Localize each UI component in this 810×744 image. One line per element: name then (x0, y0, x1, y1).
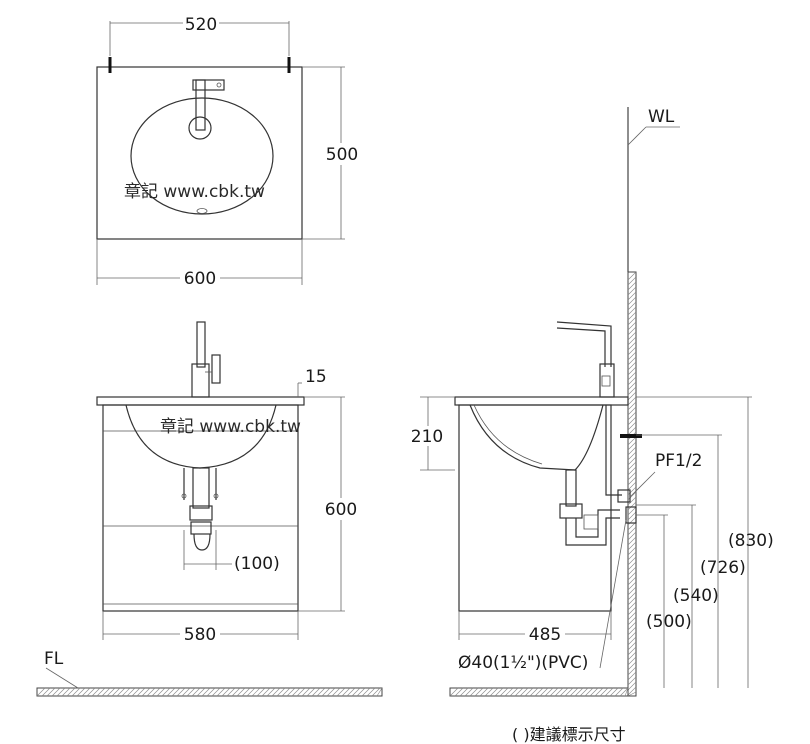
top-view-faucet-base (188, 116, 212, 140)
side-faucet-body (599, 363, 615, 398)
top-view: 520 500 600 章記 www.cbk.tw (96, 14, 362, 289)
front-faucet-body (191, 363, 210, 398)
watermark-top: 章記 www.cbk.tw (124, 182, 265, 202)
front-view: 15 600 (100) 580 章記 www.cbk.tw (96, 321, 362, 645)
wall-label-wl: WL (648, 107, 675, 127)
side-view: WL PF1/2 210 485 (408, 107, 774, 697)
footnote: ( )建議標示尺寸 (512, 725, 626, 744)
top-view-faucet-lever (192, 79, 225, 91)
dim-726: (726) (700, 558, 746, 578)
top-view-faucet-spout (195, 79, 206, 131)
floor-label-fl: FL (44, 649, 64, 669)
side-basin (469, 404, 604, 471)
dim-500: 500 (326, 145, 358, 165)
side-trap (565, 509, 620, 546)
front-trap-nut (189, 505, 213, 521)
side-drain (565, 469, 577, 507)
top-view-basin (130, 97, 274, 215)
side-faucet-spout (556, 321, 612, 367)
front-countertop (96, 396, 305, 406)
dim-580: 580 (184, 625, 216, 645)
top-view-faucet-knob (216, 82, 222, 88)
side-wall-stopper (620, 434, 642, 438)
front-cabinet (102, 404, 299, 612)
dim-100: (100) (234, 554, 280, 574)
side-cabinet (458, 404, 612, 612)
top-view-drain (196, 208, 208, 214)
top-view-outline (96, 66, 303, 240)
dim-540: (540) (673, 586, 719, 606)
front-faucet-handle (211, 354, 221, 384)
side-trap-nut (559, 503, 583, 519)
label-pf12: PF1/2 (655, 451, 702, 471)
dim-520: 520 (185, 15, 217, 35)
label-drain-pvc: Ø40(1½")(PVC) (458, 653, 588, 673)
floor-left: FL (36, 649, 383, 697)
front-faucet-spout (196, 321, 206, 368)
front-drain (192, 467, 210, 509)
dim-830: (830) (728, 531, 774, 551)
floor-left-slab (36, 687, 383, 697)
dim-15: 15 (305, 367, 327, 387)
watermark-front: 章記 www.cbk.tw (160, 417, 301, 437)
side-countertop (454, 396, 629, 406)
side-angle-valve (617, 489, 631, 503)
dim-600-top: 600 (184, 269, 216, 289)
front-trap-nut-2 (190, 521, 212, 535)
dim-500-side: (500) (646, 612, 692, 632)
dim-210: 210 (411, 427, 443, 447)
dim-485: 485 (529, 625, 561, 645)
dim-600-front: 600 (325, 500, 357, 520)
front-trap-bend (193, 533, 211, 551)
side-wall (627, 271, 637, 697)
